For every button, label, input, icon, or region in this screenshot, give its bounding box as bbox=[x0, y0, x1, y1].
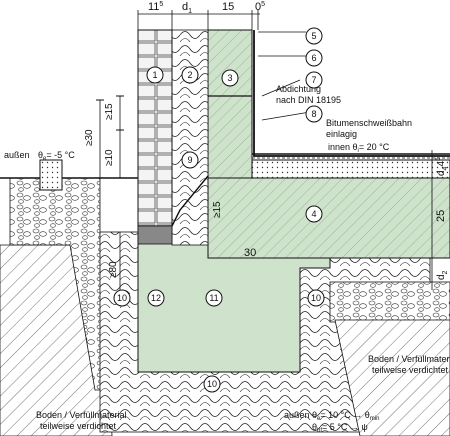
marker-10-circle-extra bbox=[307, 289, 325, 307]
label-bottom-aussen: außen bbox=[284, 410, 310, 420]
marker-7-circle bbox=[305, 71, 323, 89]
dim-right-d2: d2 bbox=[436, 270, 449, 280]
label-boden-right-2: teilweise verdichtet bbox=[372, 365, 449, 375]
wall-insulation bbox=[171, 29, 209, 246]
label-abdichtung-2: nach DIN 18195 bbox=[276, 95, 341, 105]
dim-inner-30: 30 bbox=[244, 247, 256, 259]
marker-11-circle bbox=[205, 289, 223, 307]
label-innen: innen θi= 20 °C bbox=[328, 142, 390, 154]
dim-top-4: 05 bbox=[255, 1, 265, 13]
marker-10-label: 10 bbox=[117, 293, 127, 303]
label-abdichtung-1: Abdichtung bbox=[276, 84, 321, 94]
marker-5-label: 5 bbox=[311, 31, 316, 41]
dim-left-80: ≥80 bbox=[108, 261, 119, 278]
gravel-fill-right bbox=[329, 281, 450, 323]
marker-1-label: 1 bbox=[152, 70, 157, 80]
marker-8-circle bbox=[305, 105, 323, 123]
dim-left-30: ≥30 bbox=[84, 129, 95, 146]
floor-slab bbox=[207, 177, 450, 259]
dim-top-1: 115 bbox=[148, 1, 163, 13]
marker-8-label: 8 bbox=[311, 109, 316, 119]
label-bottom-theta-e: θe= 10 °C → θmin bbox=[312, 410, 379, 422]
marker-10-label-extra: 10 bbox=[207, 379, 217, 389]
marker-5-circle bbox=[305, 27, 323, 45]
dim-inner-15: ≥15 bbox=[212, 201, 223, 218]
marker-3-circle bbox=[221, 69, 239, 87]
label-bottom-theta-bf: θbf= 5 °C → ψ bbox=[312, 422, 368, 434]
label-boden-left-2: teilweise verdichtet bbox=[40, 421, 117, 431]
dim-right-d4: d445 bbox=[435, 157, 449, 176]
marker-3-label: 3 bbox=[227, 73, 232, 83]
marker-6-label: 6 bbox=[311, 53, 316, 63]
marker-9-circle bbox=[181, 151, 199, 169]
dim-left-15: ≥15 bbox=[104, 103, 115, 120]
waterproofing-line bbox=[253, 30, 450, 157]
dim-top-2: d1 bbox=[182, 1, 192, 15]
marker-1-circle bbox=[146, 66, 164, 84]
marker-10-label-extra: 10 bbox=[311, 293, 321, 303]
marker-7-label: 7 bbox=[311, 75, 316, 85]
dim-left-10: ≥10 bbox=[104, 149, 115, 166]
dim-right-25: 25 bbox=[435, 210, 447, 222]
marker-9-label: 9 bbox=[187, 155, 192, 165]
label-aussen-theta: θe= -5 °C bbox=[38, 150, 75, 162]
label-boden-right-1: Boden / Verfüllmaterial bbox=[368, 354, 450, 364]
marker-2-circle bbox=[181, 66, 199, 84]
marker-12-circle bbox=[147, 289, 165, 307]
brick-facing bbox=[137, 29, 173, 231]
screed bbox=[251, 159, 450, 179]
marker-4-circle bbox=[305, 205, 323, 223]
marker-10-circle bbox=[113, 289, 131, 307]
marker-6-circle bbox=[305, 49, 323, 67]
marker-10-circle-extra bbox=[203, 375, 221, 393]
marker-12-label: 12 bbox=[151, 293, 161, 303]
marker-2-label: 2 bbox=[187, 70, 192, 80]
label-aussen: außen bbox=[4, 150, 30, 160]
dim-top-3: 15 bbox=[222, 1, 234, 13]
marker-4-label: 4 bbox=[311, 209, 316, 219]
label-bitumen-1: Bitumenschweißbahn bbox=[326, 118, 412, 128]
marker-11-label: 11 bbox=[209, 293, 218, 303]
label-boden-left-1: Boden / Verfüllmaterial bbox=[36, 410, 127, 420]
label-bitumen-2: einlagig bbox=[326, 129, 357, 139]
